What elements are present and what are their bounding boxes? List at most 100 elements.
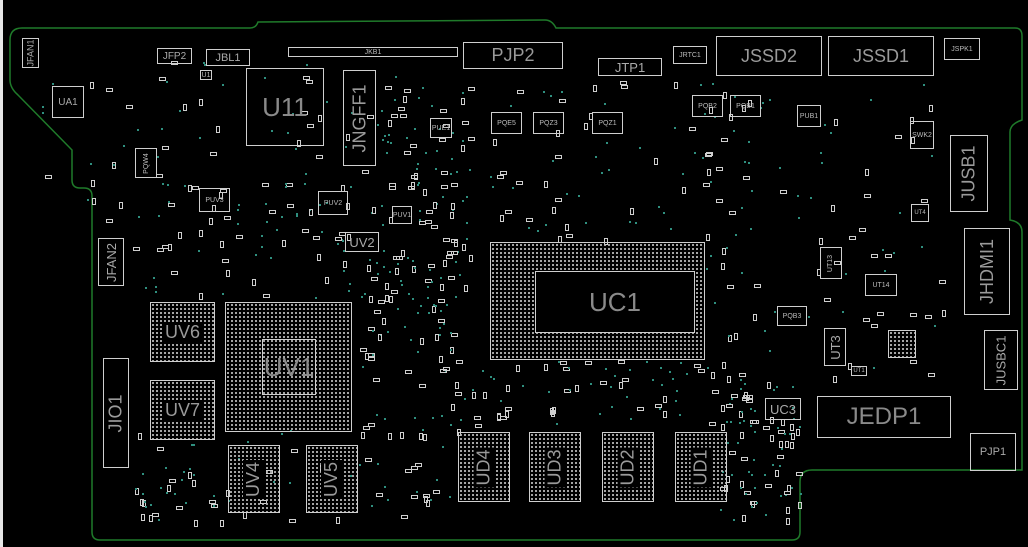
component-U1[interactable]: U1 [200, 70, 212, 80]
component-JRTC1[interactable]: JRTC1 [673, 46, 707, 64]
via [778, 167, 781, 170]
smd-pad [443, 237, 451, 242]
component-JSSD1[interactable]: JSSD1 [828, 36, 934, 76]
component-JEDP1[interactable]: JEDP1 [817, 396, 951, 438]
component-UD2[interactable]: UD2 [602, 432, 654, 502]
component-PQB1[interactable]: PQB1 [730, 95, 761, 117]
component-JFAN1[interactable]: JFAN1 [22, 38, 39, 68]
via [454, 261, 457, 264]
component-UV5[interactable]: UV5 [306, 445, 358, 513]
component-PQB2[interactable]: PQB2 [692, 95, 723, 117]
via [455, 171, 458, 174]
component-UV1[interactable]: UV1 [225, 302, 352, 432]
component-UD1[interactable]: UD1 [675, 432, 727, 502]
via [558, 361, 561, 364]
component-PUB1[interactable]: PUB1 [797, 105, 821, 127]
component-UV4[interactable]: UV4 [228, 445, 280, 513]
component-JFP2[interactable]: JFP2 [157, 48, 192, 64]
component-U11[interactable]: U11 [246, 68, 324, 146]
component-UT14[interactable]: UT14 [865, 274, 897, 296]
component-PQB3[interactable]: PQB3 [777, 306, 807, 326]
smd-pad [395, 255, 403, 260]
smd-pad [730, 394, 738, 399]
component-PUE1[interactable]: PUE1 [430, 118, 452, 138]
smd-pad [780, 189, 788, 194]
smd-pad [706, 234, 711, 242]
component-UT4[interactable]: UT4 [911, 204, 929, 222]
component-UT3[interactable]: UT3 [824, 328, 846, 366]
smd-pad [558, 98, 566, 103]
component-JHDMI1[interactable]: JHDMI1 [964, 228, 1010, 315]
smd-pad [752, 314, 757, 322]
via [265, 220, 268, 223]
smd-pad [443, 123, 451, 128]
smd-pad [345, 133, 350, 141]
component-JSSD2[interactable]: JSSD2 [716, 36, 822, 76]
component-JUSBC1[interactable]: JUSBC1 [984, 330, 1018, 390]
component-UT13[interactable]: UT13 [820, 247, 842, 279]
component-JKB1[interactable]: JKB1 [288, 47, 458, 57]
component-JTP1[interactable]: JTP1 [598, 58, 662, 76]
smd-pad [492, 139, 497, 147]
component-JUSB1[interactable]: JUSB1 [950, 135, 988, 212]
via [749, 424, 752, 427]
component-JSPK1[interactable]: JSPK1 [944, 38, 980, 60]
via [522, 384, 525, 387]
component-UD4[interactable]: UD4 [458, 432, 510, 502]
component-PQZ3[interactable]: PQZ3 [533, 112, 564, 134]
component-JNGFF1[interactable]: JNGFF1 [343, 70, 376, 166]
component-UT1[interactable]: UT1 [851, 366, 867, 376]
via [441, 445, 444, 448]
component-UD3[interactable]: UD3 [529, 432, 581, 502]
component-PQE5[interactable]: PQE5 [491, 112, 522, 134]
smd-pad [382, 318, 387, 326]
smd-pad [423, 495, 428, 503]
component-JFAN2[interactable]: JFAN2 [98, 238, 124, 286]
via [265, 202, 268, 205]
component-UC1[interactable]: UC1 [490, 242, 705, 360]
ref-label: JBL1 [215, 51, 241, 64]
via [413, 417, 416, 420]
smd-pad [785, 440, 790, 448]
via [376, 262, 379, 265]
ref-label: PQW4 [142, 152, 150, 174]
component-UV2[interactable]: UV2 [345, 232, 379, 252]
via [527, 227, 530, 230]
component-PQZ1[interactable]: PQZ1 [592, 112, 623, 134]
via [389, 142, 392, 145]
smd-pad [210, 151, 218, 156]
component-PJP2[interactable]: PJP2 [463, 42, 563, 69]
smd-pad [374, 310, 382, 315]
component-PJP1[interactable]: PJP1 [970, 433, 1016, 471]
via [221, 84, 224, 87]
smd-pad [454, 381, 459, 389]
smd-pad [301, 228, 309, 233]
via [660, 366, 663, 369]
component-UC3[interactable]: UC3 [765, 398, 801, 420]
component-JBL1[interactable]: JBL1 [206, 49, 250, 66]
via [382, 224, 385, 227]
component-PUV3[interactable]: PUV3 [199, 188, 230, 212]
via [203, 64, 206, 67]
ref-label: PJP2 [491, 45, 535, 65]
component-PUV1[interactable]: PUV1 [392, 206, 412, 224]
component-PQW4[interactable]: PQW4 [135, 148, 157, 178]
smd-pad [261, 182, 269, 187]
component-UV7[interactable]: UV7 [150, 380, 215, 440]
smd-pad [187, 185, 192, 193]
ref-label: PJP1 [979, 446, 1007, 458]
component-UA1[interactable]: UA1 [52, 86, 84, 118]
via [411, 260, 414, 263]
via [376, 414, 379, 417]
component-PUV2[interactable]: PUV2 [318, 191, 348, 215]
via [500, 399, 503, 402]
smd-pad [710, 372, 715, 380]
component-SWK2[interactable]: SWK2 [910, 121, 934, 149]
component-JIO1[interactable]: JIO1 [103, 358, 129, 468]
via [598, 413, 601, 416]
component-bga-small[interactable] [888, 330, 916, 358]
ref-label: JIO1 [105, 393, 126, 433]
ref-label: U1 [201, 71, 211, 79]
component-UV6[interactable]: UV6 [150, 302, 215, 362]
